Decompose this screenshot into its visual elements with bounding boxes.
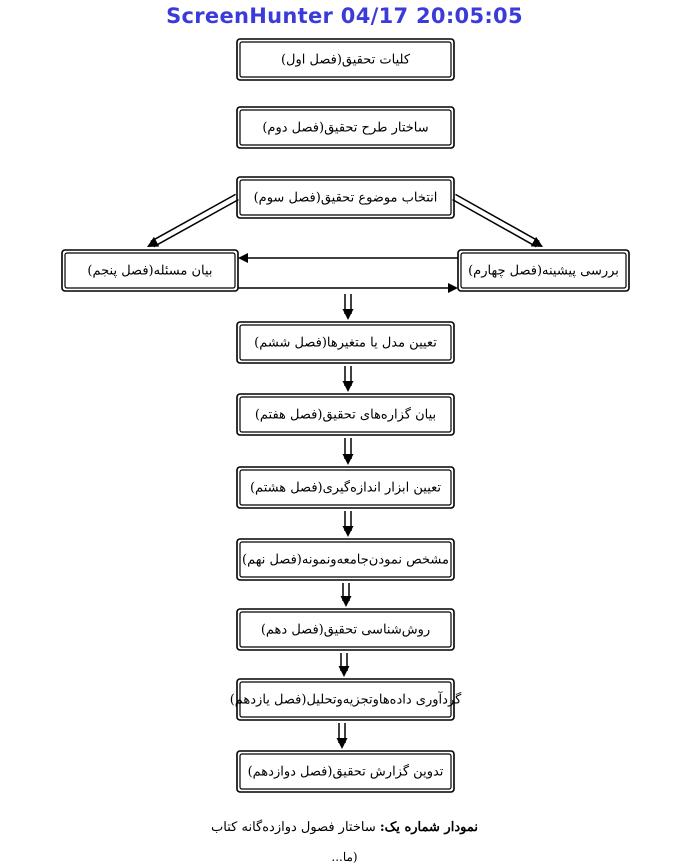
chapter-label-ch8: تعیین ابزار اندازه‌گیری(فصل هشتم) <box>250 480 441 496</box>
arrow-ch9-to-ch10 <box>340 583 352 607</box>
arrow-ch11-to-ch12 <box>336 723 348 749</box>
chapter-label-ch3: انتخاب موضوع تحقیق(فصل سوم) <box>254 191 438 206</box>
chapter-box-ch5: بیان مسئله(فصل پنجم) <box>61 249 239 292</box>
chapter-box-ch9: مشخص نمودن‌جامعه‌ونمونه(فصل نهم) <box>236 538 455 581</box>
chapter-box-ch6: تعیین مدل یا متغیرها(فصل ششم) <box>236 321 455 364</box>
chapter-label-ch7: بیان گزاره‌های تحقیق(فصل هفتم) <box>255 407 436 423</box>
flowchart-arrows <box>147 193 543 749</box>
chapter-box-ch3: انتخاب موضوع تحقیق(فصل سوم) <box>236 176 455 219</box>
arrow-ch8-to-ch9 <box>342 511 354 537</box>
flowchart-boxes: کلیات تحقیق(فصل اول) ساختار طرح تحقیق(فصل… <box>61 38 630 793</box>
chapter-label-ch9: مشخص نمودن‌جامعه‌ونمونه(فصل نهم) <box>242 553 449 568</box>
chapter-box-ch8: تعیین ابزار اندازه‌گیری(فصل هشتم) <box>236 466 455 509</box>
screenhunter-timestamp: ScreenHunter 04/17 20:05:05 <box>166 4 523 28</box>
arrow-ch3-to-ch4 <box>452 193 543 248</box>
footnote-text: (ما... <box>331 850 358 864</box>
arrow-ch10-to-ch11 <box>338 653 350 677</box>
figure-caption: نمودار شماره یک: ساختار فصول دوازده‌گانه… <box>0 820 689 835</box>
caption-label: نمودار شماره یک: <box>379 820 478 835</box>
arrow-ch4-to-ch5 <box>238 253 458 263</box>
caption-text: ساختار فصول دوازده‌گانه کتاب <box>211 820 380 835</box>
chapter-label-ch12: تدوین گزارش تحقیق(فصل دوازدهم) <box>248 764 444 780</box>
chapter-box-ch1: کلیات تحقیق(فصل اول) <box>236 38 455 81</box>
chapter-box-ch11: گردآوری داده‌هاوتجزیه‌وتحلیل(فصل یازدهم) <box>230 678 462 721</box>
chapter-box-ch7: بیان گزاره‌های تحقیق(فصل هفتم) <box>236 393 455 436</box>
chapter-label-ch11: گردآوری داده‌هاوتجزیه‌وتحلیل(فصل یازدهم) <box>230 691 462 708</box>
arrow-ch6-to-ch7 <box>342 366 354 392</box>
chapter-box-ch2: ساختار طرح تحقیق(فصل دوم) <box>236 106 455 149</box>
arrow-to-ch6 <box>342 294 354 320</box>
chapter-label-ch5: بیان مسئله(فصل پنجم) <box>87 264 212 279</box>
chapter-label-ch1: کلیات تحقیق(فصل اول) <box>281 53 411 68</box>
chapter-label-ch10: روش‌شناسی تحقیق(فصل دهم) <box>261 623 430 638</box>
chapter-label-ch6: تعیین مدل یا متغیرها(فصل ششم) <box>254 336 437 351</box>
chapter-box-ch10: روش‌شناسی تحقیق(فصل دهم) <box>236 608 455 651</box>
arrow-ch7-to-ch8 <box>342 438 354 465</box>
arrow-ch5-to-ch4 <box>238 283 458 293</box>
arrow-ch3-to-ch5 <box>147 193 239 248</box>
chapter-box-ch12: تدوین گزارش تحقیق(فصل دوازدهم) <box>236 750 455 793</box>
chapter-label-ch4: بررسی پیشینه(فصل چهارم) <box>468 264 619 279</box>
chapter-box-ch4: بررسی پیشینه(فصل چهارم) <box>457 249 630 292</box>
chapter-label-ch2: ساختار طرح تحقیق(فصل دوم) <box>262 121 428 136</box>
